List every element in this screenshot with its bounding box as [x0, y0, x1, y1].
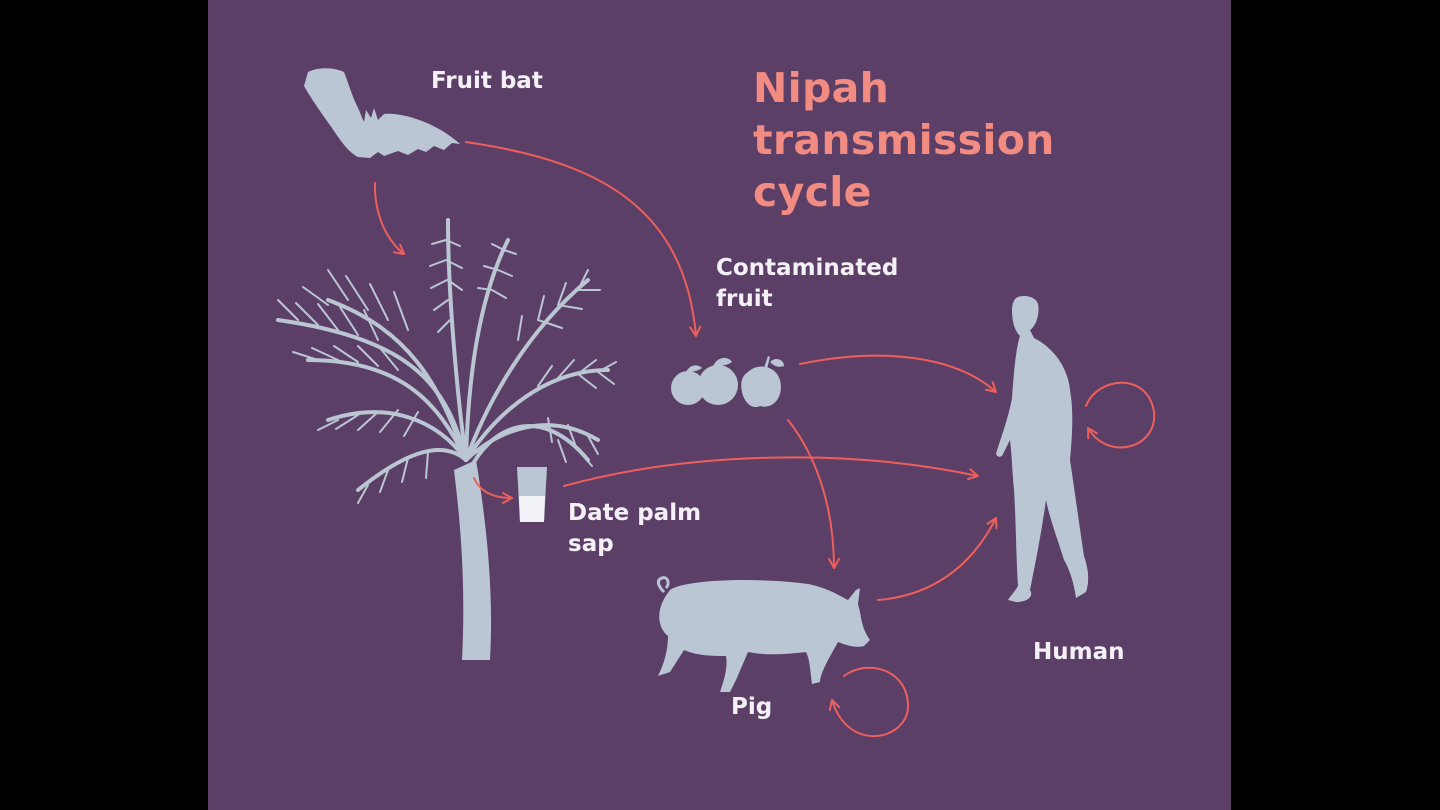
arrow-sap-to-human — [563, 456, 979, 487]
glass-icon — [517, 467, 547, 522]
pig-icon — [656, 576, 870, 692]
diagram-title: Nipah transmission cycle — [753, 64, 1055, 216]
label-human: Human — [1033, 639, 1125, 665]
label-contaminated-fruit: Contaminated fruit — [716, 255, 899, 312]
arrow-pig-self-loop — [828, 666, 910, 738]
bat-icon — [304, 68, 460, 158]
fruit-icon — [671, 356, 784, 408]
arrow-palm-to-sap — [473, 477, 513, 504]
arrows — [373, 141, 1156, 738]
arrow-fruit-to-human — [799, 354, 997, 393]
arrow-pig-to-human — [877, 517, 998, 601]
label-pig: Pig — [731, 694, 773, 720]
diagram-artwork — [276, 68, 1156, 738]
human-icon — [996, 296, 1089, 602]
arrow-bat-to-palm — [373, 182, 405, 255]
arrow-fruit-to-pig — [787, 419, 840, 569]
palm-tree-icon — [276, 218, 617, 660]
label-date-palm-sap: Date palm sap — [568, 500, 702, 557]
label-fruit-bat: Fruit bat — [431, 68, 543, 94]
arrow-bat-to-fruit — [465, 141, 702, 337]
diagram-panel: Nipah transmission cycle Fruit bat Conta… — [208, 0, 1231, 810]
arrow-human-self-loop — [1085, 381, 1156, 449]
